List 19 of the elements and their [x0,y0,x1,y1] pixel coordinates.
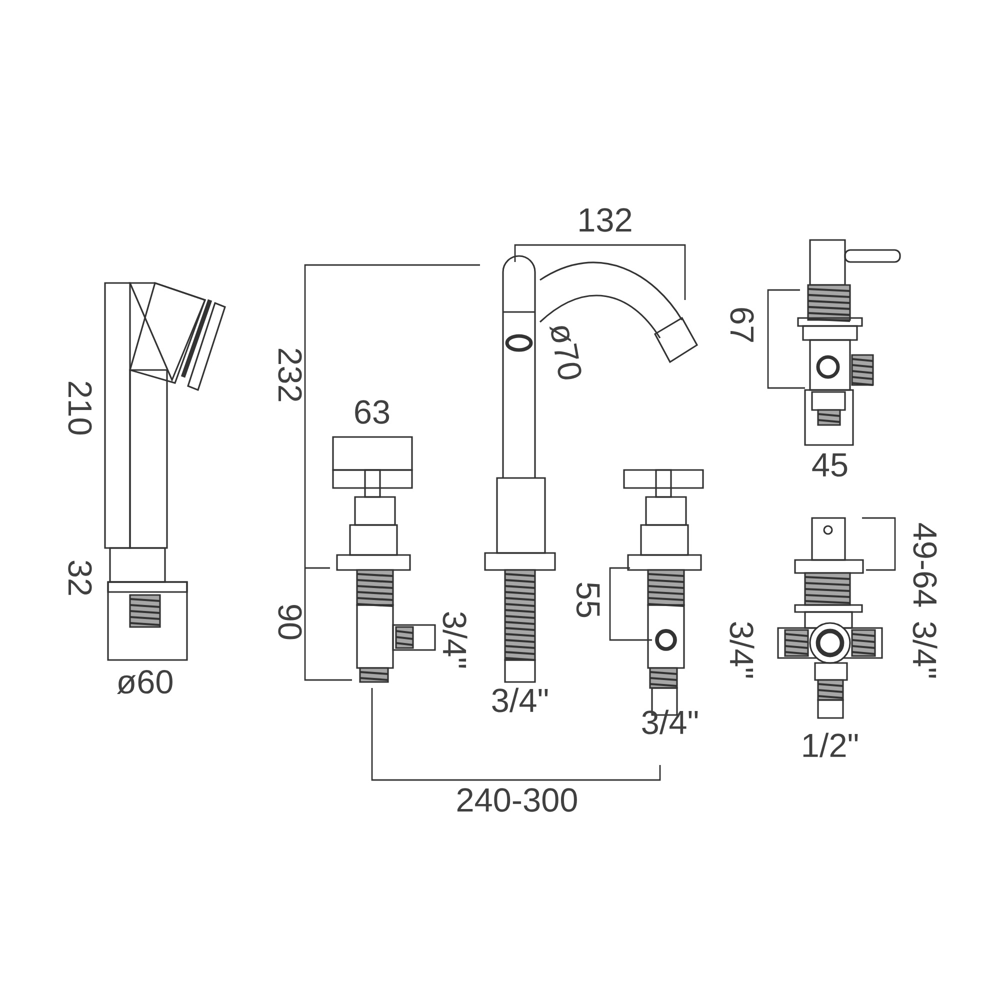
dimension-label: 32 [68,560,92,595]
dimension-label: 45 [812,453,848,477]
dimension-label: 63 [355,400,390,424]
dimension-label: 3/4" [442,612,468,668]
dimension-label: 210 [68,382,92,435]
dimension-label: 90 [278,605,302,640]
dimension-label: 3/4" [730,622,754,678]
dimension-label: ø70 [549,326,582,380]
dimension-label: 3/4" [912,622,938,678]
dimension-label: 240-300 [457,788,577,812]
dimension-label: 67 [730,308,754,342]
dimension-label: 55 [576,582,600,618]
dimension-label: 3/4" [642,710,698,734]
dimension-label: 232 [278,348,302,402]
dimension-label: 1/2" [803,732,858,758]
dimension-label: ø60 [116,670,172,694]
dimension-label: 49-64 [913,523,937,607]
dimension-label: 3/4" [492,688,548,712]
dimension-label: 132 [580,208,632,232]
